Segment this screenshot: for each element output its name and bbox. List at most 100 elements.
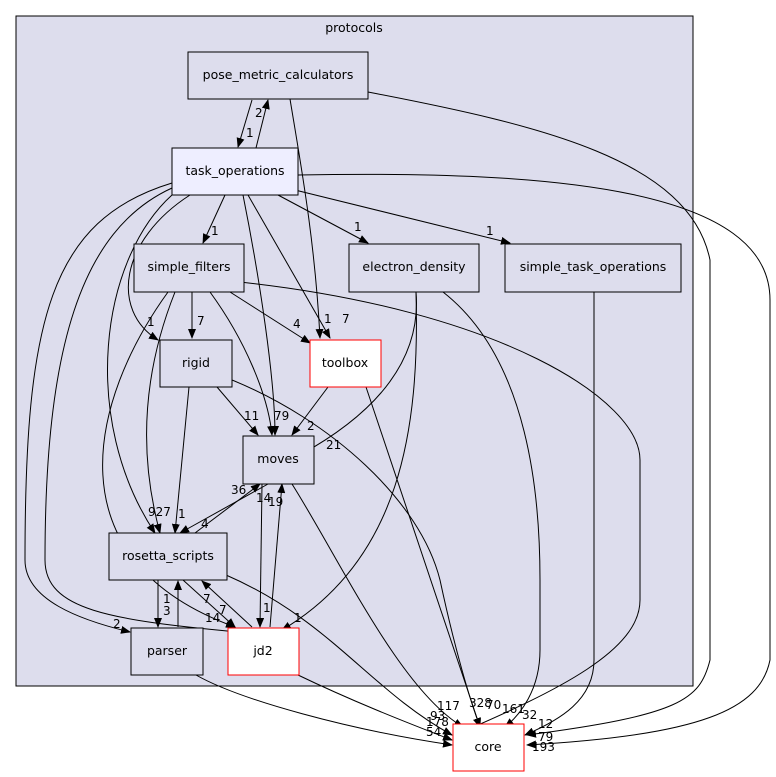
edge-to-toolbox	[247, 194, 331, 339]
edge-label: 7	[219, 603, 227, 617]
node-moves[interactable]: moves	[242, 435, 315, 485]
edge-label: 54	[426, 725, 441, 739]
node-rosetta-scripts[interactable]: rosetta_scripts	[108, 532, 228, 581]
node-label: toolbox	[322, 355, 368, 370]
edge-to-rigid	[127, 194, 191, 341]
edge-moves-core	[291, 483, 464, 728]
edge-label: 7	[342, 312, 350, 326]
edge-to-rs	[107, 194, 173, 534]
edge-rigid-rs	[171, 386, 190, 534]
edge-rs-core	[225, 574, 453, 736]
node-label: rigid	[182, 355, 210, 370]
node-simple-task-operations[interactable]: simple_task_operations	[504, 243, 682, 293]
edge-label: 1	[486, 224, 494, 238]
edge-parser-core	[195, 674, 453, 748]
edge-label: 927	[148, 505, 171, 519]
edge-sf-core	[239, 281, 641, 736]
edge-label: 2	[113, 617, 121, 631]
node-pose-metric-calculators[interactable]: pose_metric_calculators	[187, 51, 369, 100]
edge-label: 1	[354, 220, 362, 234]
edge-label: 2	[255, 106, 263, 120]
edge-label: 14	[256, 491, 271, 505]
node-electron-density[interactable]: electron_density	[348, 243, 480, 293]
node-task-operations[interactable]: task_operations	[171, 147, 299, 196]
edge-label: 1	[263, 601, 271, 615]
node-label: parser	[147, 643, 188, 658]
edge-sf-moves	[209, 291, 276, 436]
edge-to-core	[297, 173, 771, 749]
node-label: moves	[257, 451, 298, 466]
edge-to-sto	[294, 189, 511, 245]
edge-label: 328	[469, 696, 492, 710]
edge-to-ed	[277, 194, 369, 244]
cluster-title: protocols	[325, 20, 383, 35]
edge-jd2-rs	[201, 580, 253, 628]
node-jd2[interactable]: jd2	[227, 627, 300, 676]
edge-label: 4	[293, 317, 301, 331]
edge-label: 14	[205, 611, 220, 625]
edge-label: 1	[246, 126, 254, 140]
edge-toolbox-core	[365, 386, 481, 728]
edge-rigid-moves	[216, 386, 259, 436]
edge-to-jd2	[44, 187, 239, 636]
edge-ed-jd2	[281, 291, 417, 631]
edge-moves-jd2	[256, 483, 265, 628]
node-rigid[interactable]: rigid	[159, 339, 233, 388]
edge-label: 117	[437, 699, 460, 713]
edge-label: 11	[244, 409, 259, 423]
edge-label: 2	[307, 419, 315, 433]
edge-to-moves	[242, 194, 279, 436]
edge-label: 4	[201, 517, 209, 531]
edge-label: 79	[538, 730, 553, 744]
node-toolbox[interactable]: toolbox	[309, 339, 382, 388]
node-label: simple_task_operations	[520, 259, 667, 274]
edge-sf-rs	[145, 291, 176, 534]
edge-sto-core	[524, 292, 595, 736]
edge-label: 93	[430, 709, 445, 723]
edge-label: 193	[532, 740, 555, 754]
node-simple-filters[interactable]: simple_filters	[133, 243, 245, 293]
edge-rigid-core	[231, 379, 481, 728]
edge-sf-toolbox	[229, 291, 311, 344]
edge-label: 70	[486, 698, 501, 712]
edge-ed-core	[442, 291, 541, 728]
node-label: jd2	[252, 643, 272, 658]
edge-label: 7	[203, 592, 211, 606]
node-label: task_operations	[185, 163, 284, 178]
edge-pmc-core	[367, 91, 711, 738]
edge-rs-jd2	[182, 579, 236, 628]
edge-label: 178	[426, 715, 449, 729]
edge-label: 1	[211, 224, 219, 238]
edge-jd2-moves	[269, 483, 286, 628]
edge-label: 12	[538, 717, 553, 731]
edge-label: 1	[147, 315, 155, 329]
edge-toolbox-moves	[291, 386, 329, 436]
edges	[24, 91, 771, 749]
edge-label: 3	[163, 604, 171, 618]
edge-label: 32	[522, 708, 537, 722]
edge-to-sf	[202, 194, 226, 244]
edge-label: 1	[324, 312, 332, 326]
edge-label: 79	[274, 409, 289, 423]
node-label: core	[474, 739, 501, 754]
node-core[interactable]: core	[452, 723, 525, 772]
node-label: electron_density	[362, 259, 466, 274]
edge-label: 161	[502, 702, 525, 716]
edge-label: 1	[294, 611, 302, 625]
edge-labels: 2 1 1 1 1 7 4 1 1 7 11 79 2 21 36 14 19 …	[113, 106, 555, 754]
node-parser[interactable]: parser	[130, 627, 204, 676]
edge-label: 21	[326, 438, 341, 452]
edge-sf-jd2	[102, 291, 236, 628]
node-label: pose_metric_calculators	[203, 67, 354, 82]
edge-label: 7	[197, 314, 205, 328]
edge-to-pmc	[255, 99, 270, 149]
node-label: rosetta_scripts	[122, 548, 214, 563]
edge-pmc-to	[236, 99, 253, 148]
edge-jd2-core	[297, 674, 453, 741]
edge-to-parser	[24, 182, 173, 634]
edge-label: 1	[178, 507, 186, 521]
edge-rs-moves	[194, 483, 261, 534]
edge-label: 19	[268, 495, 283, 509]
edge-pmc-toolbox	[289, 98, 324, 339]
